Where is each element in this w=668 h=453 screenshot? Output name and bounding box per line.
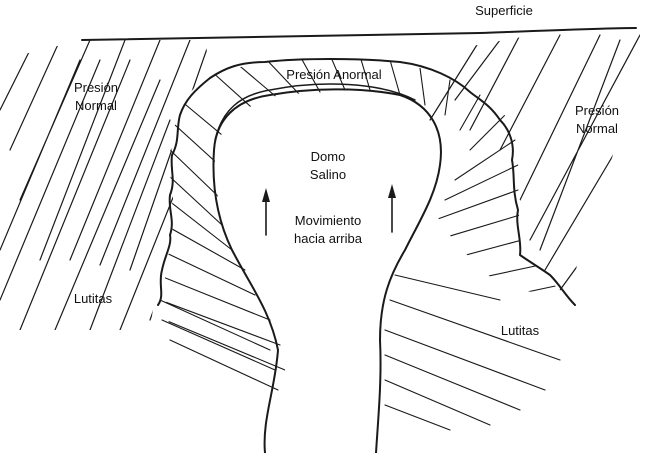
right-normal-pressure-hatching xyxy=(430,35,640,300)
salt-dome-label-1: Domo xyxy=(311,149,346,164)
normal-pressure-right-label-2: Normal xyxy=(576,121,618,136)
up-arrow-right xyxy=(388,184,396,232)
lower-right-shale-hatching xyxy=(385,275,560,430)
salt-dome-outline xyxy=(213,89,440,453)
abnormal-pressure-label: Presión Anormal xyxy=(286,67,381,82)
up-arrow-left xyxy=(262,188,270,235)
movement-label-2: hacia arriba xyxy=(294,231,363,246)
shale-left-label: Lutitas xyxy=(74,291,113,306)
surface-line xyxy=(82,28,636,40)
surface-label: Superficie xyxy=(475,3,533,18)
shale-right-label: Lutitas xyxy=(501,323,540,338)
normal-pressure-left-label-1: Presión xyxy=(74,80,118,95)
cap-outer-boundary-left xyxy=(158,78,210,305)
normal-pressure-left-label-2: Normal xyxy=(75,98,117,113)
movement-label-1: Movimiento xyxy=(295,213,361,228)
normal-pressure-right-label-1: Presión xyxy=(575,103,619,118)
lower-left-shale-hatching xyxy=(160,300,278,390)
salt-dome-label-2: Salino xyxy=(310,167,346,182)
